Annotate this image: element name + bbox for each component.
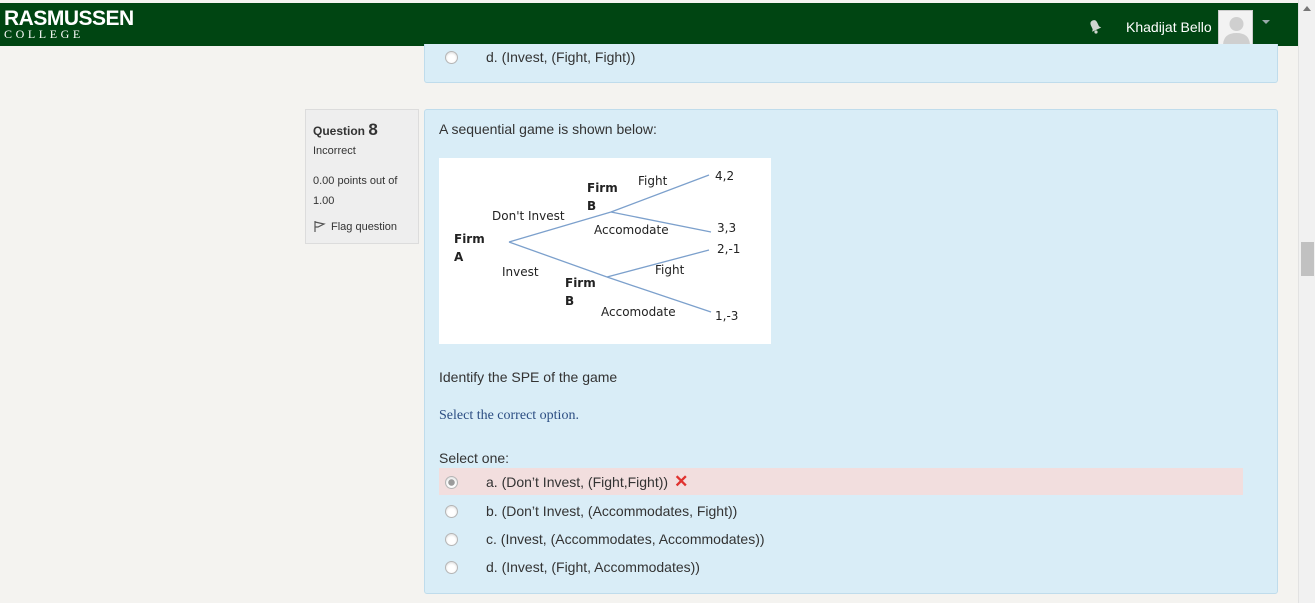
question-info-panel: Question 8 Incorrect 0.00 points out of …	[305, 109, 419, 244]
bottom-node-player-label: Firm	[565, 276, 596, 290]
answer-option-d[interactable]: d. (Invest, (Fight, Accommodates))	[445, 554, 700, 580]
tree-edge-dont-invest	[508, 211, 612, 243]
previous-option-d[interactable]: d. (Invest, (Fight, Fight))	[445, 44, 635, 70]
top-accommodate-label: Accomodate	[594, 223, 669, 237]
payoff-1: 4,2	[715, 169, 734, 183]
incorrect-x-icon: ✕	[674, 472, 689, 491]
bottom-accommodate-label: Accomodate	[601, 305, 676, 319]
scroll-thumb[interactable]	[1301, 242, 1314, 276]
question-hint: Select the correct option.	[439, 408, 579, 423]
root-player-label: Firm	[454, 232, 485, 246]
question-number-value: 8	[368, 120, 378, 139]
question-prompt: Identify the SPE of the game	[439, 369, 618, 385]
tree-edge-top-fight	[610, 174, 710, 213]
page-scrollbar[interactable]	[1298, 0, 1315, 603]
bottom-node-player-label-2: B	[565, 294, 574, 308]
tree-edge-top-accommodate	[610, 211, 712, 233]
option-label: b. (Don’t Invest, (Accommodates, Fight))	[486, 503, 738, 519]
option-label: d. (Invest, (Fight, Fight))	[486, 49, 636, 65]
option-label-wrap: a. (Don’t Invest, (Fight,Fight)) ✕	[486, 472, 689, 491]
radio-button[interactable]	[445, 560, 458, 574]
logo-sub-text: COLLEGE	[4, 27, 84, 41]
top-node-player-label: Firm	[587, 181, 618, 195]
incorrect-answer-highlight	[439, 468, 1243, 495]
radio-button-selected[interactable]	[445, 475, 458, 489]
game-tree-diagram: Firm A Don't Invest Invest Firm B Firm B…	[439, 158, 771, 344]
question-label: Question	[313, 124, 366, 138]
notification-bell-icon[interactable]	[1086, 17, 1104, 35]
payoff-2: 3,3	[717, 221, 736, 235]
flag-question-link[interactable]: Flag question	[313, 220, 397, 233]
option-label: d. (Invest, (Fight, Accommodates))	[486, 559, 700, 575]
top-fight-label: Fight	[638, 174, 668, 188]
radio-button[interactable]	[445, 504, 458, 518]
tree-edge-bottom-accommodate	[606, 276, 712, 313]
user-avatar[interactable]	[1218, 10, 1253, 45]
answer-option-c[interactable]: c. (Invest, (Accommodates, Accommodates)…	[445, 526, 765, 552]
select-one-label: Select one:	[439, 450, 510, 466]
question-intro: A sequential game is shown below:	[439, 121, 657, 137]
tree-edge-invest	[508, 241, 608, 278]
question-content-card: A sequential game is shown below: Firm A…	[424, 109, 1278, 594]
user-name[interactable]: Khadijat Bello	[1126, 19, 1212, 35]
flag-icon	[314, 221, 326, 232]
tree-edge-bottom-fight	[606, 249, 710, 278]
top-node-player-label-2: B	[587, 199, 596, 213]
scroll-up-arrow-icon[interactable]	[1303, 6, 1311, 11]
payoff-4: 1,-3	[715, 309, 738, 323]
answer-option-b[interactable]: b. (Don’t Invest, (Accommodates, Fight))	[445, 498, 737, 524]
radio-button[interactable]	[445, 50, 458, 64]
payoff-3: 2,-1	[717, 242, 740, 256]
option-label: a. (Don’t Invest, (Fight,Fight))	[486, 474, 669, 490]
radio-button[interactable]	[445, 532, 458, 546]
question-state: Incorrect	[313, 145, 356, 157]
top-navbar: RASMUSSEN COLLEGE Khadijat Bello	[0, 3, 1298, 46]
question-grade: 0.00 points out of 1.00	[313, 175, 398, 207]
previous-question-card: d. (Invest, (Fight, Fight))	[424, 44, 1278, 83]
flag-question-label: Flag question	[331, 220, 398, 233]
site-logo[interactable]: RASMUSSEN COLLEGE	[4, 7, 134, 41]
user-menu-caret-icon[interactable]	[1262, 20, 1270, 24]
answer-option-a[interactable]: a. (Don’t Invest, (Fight,Fight)) ✕	[445, 469, 688, 495]
bottom-fight-label: Fight	[655, 263, 685, 277]
invest-label: Invest	[502, 265, 539, 279]
logo-main-text: RASMUSSEN	[4, 7, 134, 30]
option-label: c. (Invest, (Accommodates, Accommodates)…	[486, 531, 765, 547]
question-number: Question 8	[313, 120, 378, 140]
dont-invest-label: Don't Invest	[492, 209, 565, 223]
root-player-label-2: A	[454, 250, 464, 264]
default-user-icon	[1223, 17, 1250, 44]
